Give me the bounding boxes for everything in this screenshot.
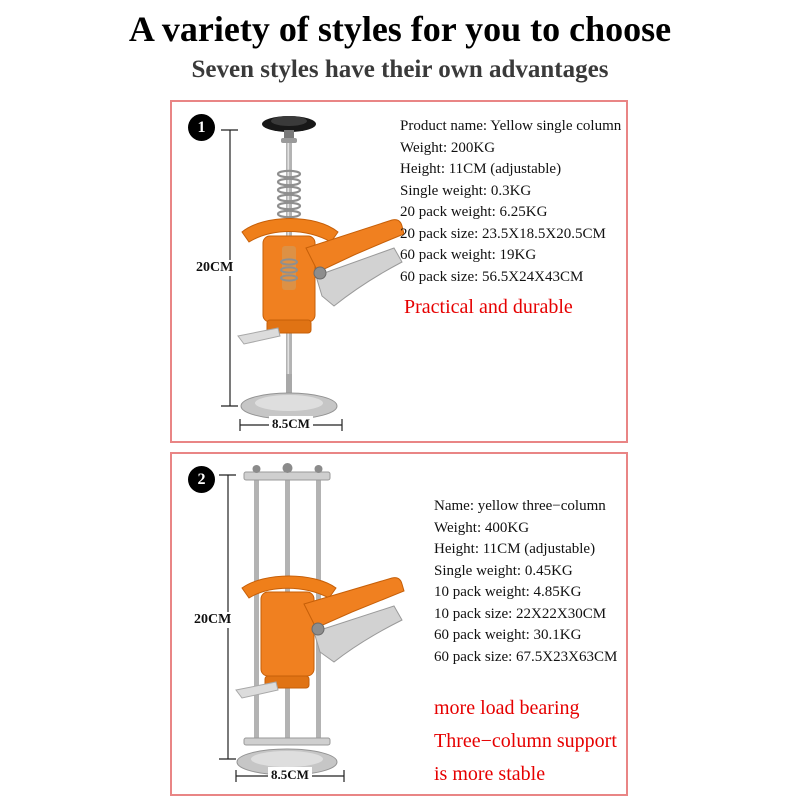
spec-line: 60 pack size: 67.5X23X63CM — [434, 648, 618, 665]
spec-list-2: Name: yellow three−column Weight: 400KG … — [434, 496, 629, 668]
highlight-text-2: more load bearing Three−column support i… — [434, 692, 617, 791]
product-2-number-badge: 2 — [188, 466, 215, 493]
highlight-line: is more stable — [434, 763, 546, 785]
base-dimension-label-2: 8.5CM — [234, 767, 346, 783]
page-subtitle: Seven styles have their own advantages — [191, 56, 609, 83]
base-dimension-2: 8.5CM — [234, 767, 346, 785]
spec-line: 60 pack size: 56.5X24X43CM — [400, 268, 584, 285]
foot-plate — [237, 327, 281, 345]
steel-trigger-lever — [313, 605, 403, 663]
top-plate — [243, 471, 331, 481]
single-column-lifter-drawing — [237, 116, 405, 420]
spec-line: 20 pack weight: 6.25KG — [400, 204, 548, 220]
bottom-plate — [243, 737, 331, 746]
single-column-lifter-photo — [234, 110, 414, 430]
three-column-lifter-drawing — [235, 463, 405, 776]
left-pole — [254, 478, 259, 740]
product-1-number-badge: 1 — [188, 114, 215, 141]
spec-line: Height: 11CM (adjustable) — [434, 541, 596, 557]
highlight-line: Three−column support — [434, 730, 617, 752]
spring — [276, 169, 302, 219]
spec-line: Product name: Yellow single column — [400, 118, 622, 134]
spec-line: Weight: 200KG — [400, 139, 496, 156]
spec-line: 20 pack size: 23.5X18.5X20.5CM — [400, 225, 606, 242]
orange-handle — [305, 219, 405, 273]
spec-list-1: Product name: Yellow single column Weigh… — [400, 116, 625, 288]
spec-line: Weight: 400KG — [434, 519, 530, 536]
spec-line: Name: yellow three−column — [434, 498, 606, 514]
top-wing-plate — [241, 575, 337, 599]
pivot-bolt — [313, 266, 327, 280]
spec-line: 60 pack weight: 30.1KG — [434, 627, 582, 643]
steel-trigger-lever — [315, 247, 403, 307]
three-column-lifter-photo — [230, 460, 415, 785]
pivot-bolt — [311, 622, 325, 636]
product-panel-1: 1 — [170, 100, 628, 443]
spec-line: Single weight: 0.3KG — [400, 182, 532, 199]
spec-line: 10 pack weight: 4.85KG — [434, 584, 582, 600]
highlight-line: more load bearing — [434, 697, 580, 719]
top-wing-plate — [241, 218, 339, 243]
spec-line: 10 pack size: 22X22X30CM — [434, 605, 607, 622]
highlight-text-1: Practical and durable — [404, 296, 573, 318]
product-panel-2: 2 — [170, 452, 628, 796]
height-dimension-label-1: 20CM — [194, 260, 236, 276]
foot-plate — [235, 681, 279, 699]
spec-line: 60 pack weight: 19KG — [400, 247, 537, 263]
orange-handle — [303, 577, 405, 629]
spec-line: Single weight: 0.45KG — [434, 562, 573, 579]
page-title: A variety of styles for you to choose — [128, 9, 672, 49]
height-dimension-label-2: 20CM — [192, 612, 234, 628]
base-dimension-1: 8.5CM — [238, 416, 344, 434]
base-dimension-label-1: 8.5CM — [238, 416, 344, 432]
spec-line: Height: 11CM (adjustable) — [400, 161, 562, 177]
